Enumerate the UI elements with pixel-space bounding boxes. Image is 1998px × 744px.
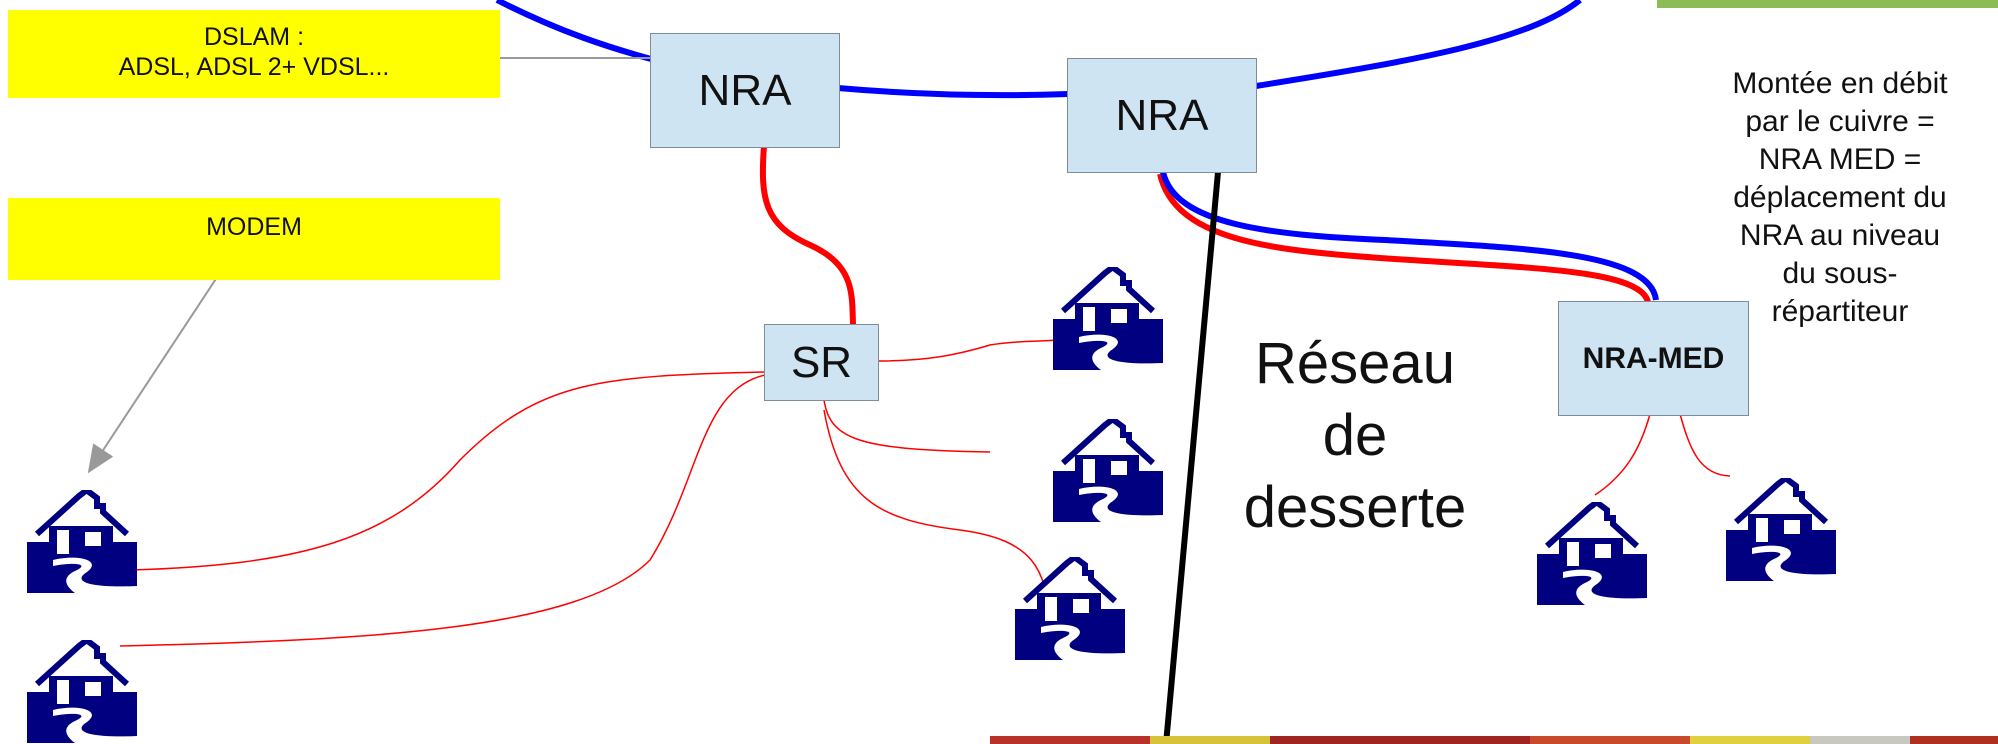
copper-sr-house-4 [129, 371, 766, 571]
dslam-callout-line1: DSLAM : [203, 23, 305, 51]
fiber-nra-link [837, 85, 1069, 99]
modem-callout-label: MODEM [206, 213, 302, 241]
dslam-callout: DSLAM : ADSL, ADSL 2+ VDSL... [8, 10, 500, 98]
copper-nramed-house-1 [1594, 413, 1651, 496]
photo-strip [990, 736, 1998, 744]
montee-line-7: répartiteur [1771, 295, 1909, 328]
nra-left-label: NRA [698, 65, 792, 115]
copper-sr-house-3 [823, 409, 1051, 621]
copper-sr-house-5 [119, 374, 766, 647]
montee-line-5: NRA au niveau [1739, 219, 1941, 252]
sr-label: SR [790, 337, 853, 387]
reseau-desserte-label: Réseau de desserte [1220, 328, 1490, 544]
montee-line-3: NRA MED = [1758, 143, 1922, 176]
fiber-backbone-left [495, 0, 656, 63]
copper-sr-house-2 [823, 399, 991, 453]
dslam-callout-line2: ADSL, ADSL 2+ VDSL... [118, 53, 390, 81]
modem-arrow [87, 249, 236, 474]
montee-line-6: du sous- [1782, 257, 1898, 290]
montee-line-2: par le cuivre = [1745, 105, 1935, 138]
sr-node: SR [764, 324, 879, 401]
nra-left-node: NRA [650, 33, 840, 148]
boundary-line [1163, 171, 1221, 744]
copper-sr-house-1 [877, 339, 1057, 362]
reseau-line1: Réseau [1255, 331, 1455, 396]
house-icon [27, 490, 137, 593]
nra-center-node: NRA [1067, 58, 1257, 173]
reseau-line2: de [1322, 403, 1388, 468]
house-icon [1053, 267, 1163, 370]
montee-line-1: Montée en débit [1732, 67, 1948, 100]
fiber-nra-med [1160, 171, 1659, 301]
montee-debit-note: Montée en débit par le cuivre = NRA MED … [1690, 65, 1990, 331]
fiber-backbone-right [1255, 0, 1582, 89]
nra-med-node: NRA-MED [1558, 301, 1749, 416]
house-icon [1015, 557, 1125, 660]
reseau-line3: desserte [1243, 475, 1467, 540]
green-accent [1657, 0, 1998, 8]
copper-nra-sr [759, 145, 856, 326]
nra-med-label: NRA-MED [1582, 341, 1725, 375]
montee-line-4: déplacement du [1733, 181, 1947, 214]
modem-callout: MODEM [8, 198, 500, 280]
house-icon [27, 640, 137, 743]
copper-nramed-house-2 [1679, 413, 1731, 477]
house-icon [1726, 478, 1836, 581]
nra-center-label: NRA [1115, 90, 1209, 140]
copper-nra-med [1157, 173, 1651, 304]
house-icon [1053, 419, 1163, 522]
house-icon [1537, 502, 1647, 605]
